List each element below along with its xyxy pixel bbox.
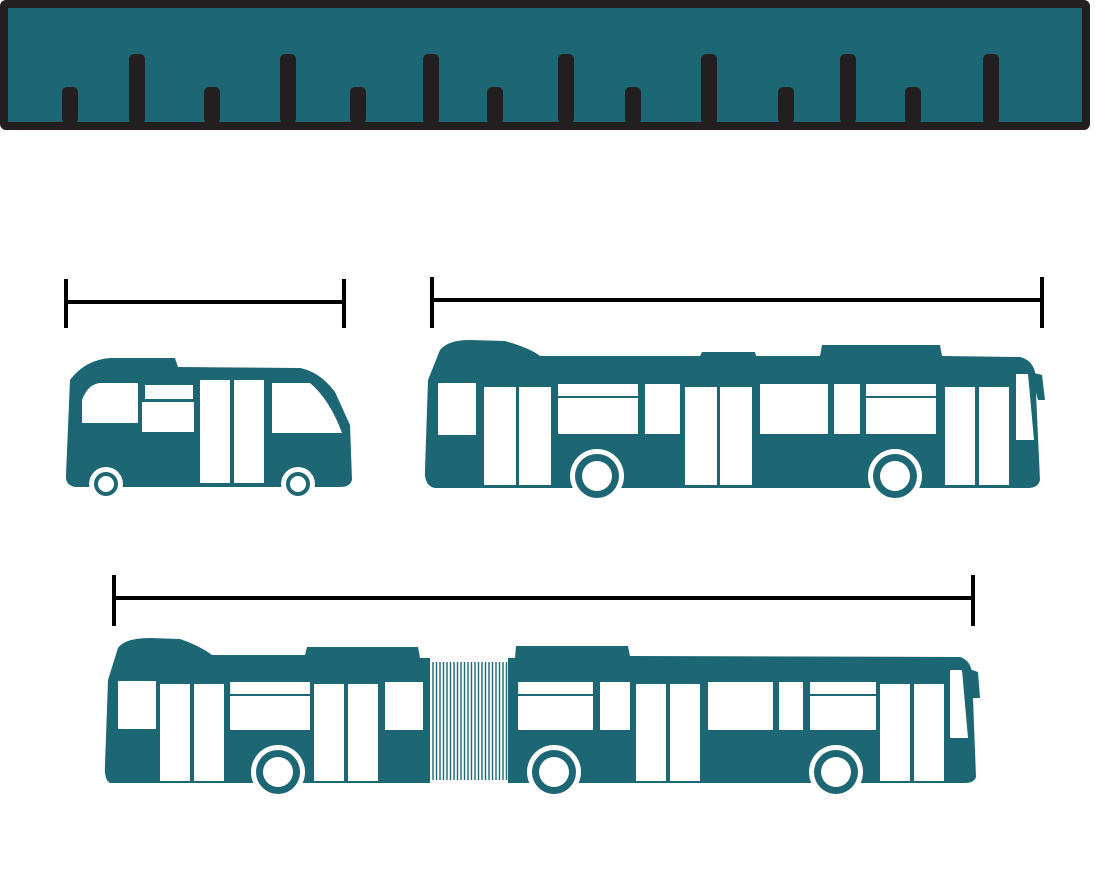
ruler-major-tick — [983, 54, 999, 124]
ruler-icon — [0, 0, 1090, 130]
dimension-line-bus — [430, 277, 1044, 328]
ruler-major-tick — [423, 54, 439, 124]
ruler-major-tick — [129, 54, 145, 124]
ruler-major-tick — [840, 54, 856, 124]
dimension-line-minibus — [64, 279, 346, 328]
ruler-minor-tick — [778, 87, 794, 124]
articulated-bus-icon — [104, 638, 980, 799]
ruler-minor-tick — [350, 87, 366, 124]
ruler-minor-tick — [625, 87, 641, 124]
ruler-minor-tick — [487, 87, 503, 124]
minibus-icon — [65, 358, 352, 501]
ruler-minor-tick — [905, 87, 921, 124]
ruler-major-tick — [558, 54, 574, 124]
ruler-minor-tick — [204, 87, 220, 124]
ruler-minor-tick — [62, 87, 78, 124]
standard-bus-icon — [424, 340, 1045, 503]
ruler-major-tick — [280, 54, 296, 124]
ruler-major-tick — [701, 54, 717, 124]
dimension-line-articulated-bus — [112, 575, 975, 626]
